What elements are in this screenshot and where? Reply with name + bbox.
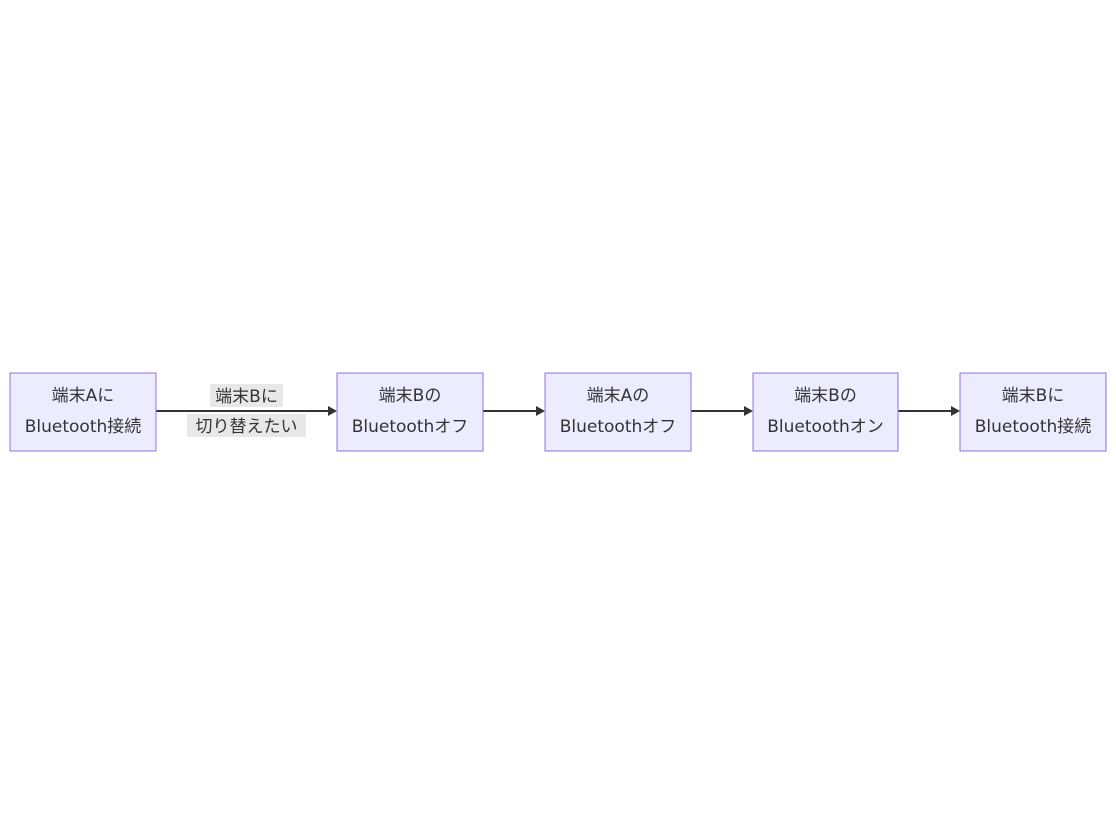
edge-label-line-1: 端末Bに: [215, 387, 278, 407]
edge-n2-n3: [483, 406, 545, 416]
arrow-head: [328, 406, 337, 416]
edge-n4-n5: [898, 406, 960, 416]
node-label-line-2: Bluetoothオフ: [560, 417, 677, 437]
node-label-line-2: Bluetoothオフ: [352, 417, 469, 437]
node-box: [9, 372, 157, 452]
node-label-line-2: Bluetooth接続: [975, 417, 1092, 437]
edge-n3-n4: [691, 406, 753, 416]
node-n1[interactable]: 端末Aに Bluetooth接続: [9, 372, 157, 452]
node-box: [752, 372, 899, 452]
node-n5[interactable]: 端末Bに Bluetooth接続: [959, 372, 1107, 452]
edge-label-line-2: 切り替えたい: [196, 417, 298, 437]
edge-n1-n2: [156, 406, 337, 416]
node-label-line-2: Bluetooth接続: [25, 417, 142, 437]
edge-group: [156, 406, 960, 416]
node-label-line-1: 端末Bに: [1002, 386, 1065, 406]
node-n4[interactable]: 端末Bの Bluetoothオン: [752, 372, 899, 452]
node-label-line-1: 端末Bの: [379, 386, 442, 406]
arrow-head: [951, 406, 960, 416]
node-label-line-1: 端末Bの: [794, 386, 857, 406]
arrow-head: [536, 406, 545, 416]
node-n3[interactable]: 端末Aの Bluetoothオフ: [544, 372, 692, 452]
node-n2[interactable]: 端末Bの Bluetoothオフ: [336, 372, 484, 452]
node-label-line-1: 端末Aに: [52, 386, 115, 406]
node-box: [544, 372, 692, 452]
node-label-line-2: Bluetoothオン: [767, 417, 884, 437]
node-box: [336, 372, 484, 452]
arrow-head: [744, 406, 753, 416]
edge-label-n1-n2: 端末Bに 切り替えたい: [187, 384, 306, 437]
node-box: [959, 372, 1107, 452]
node-label-line-1: 端末Aの: [587, 386, 650, 406]
